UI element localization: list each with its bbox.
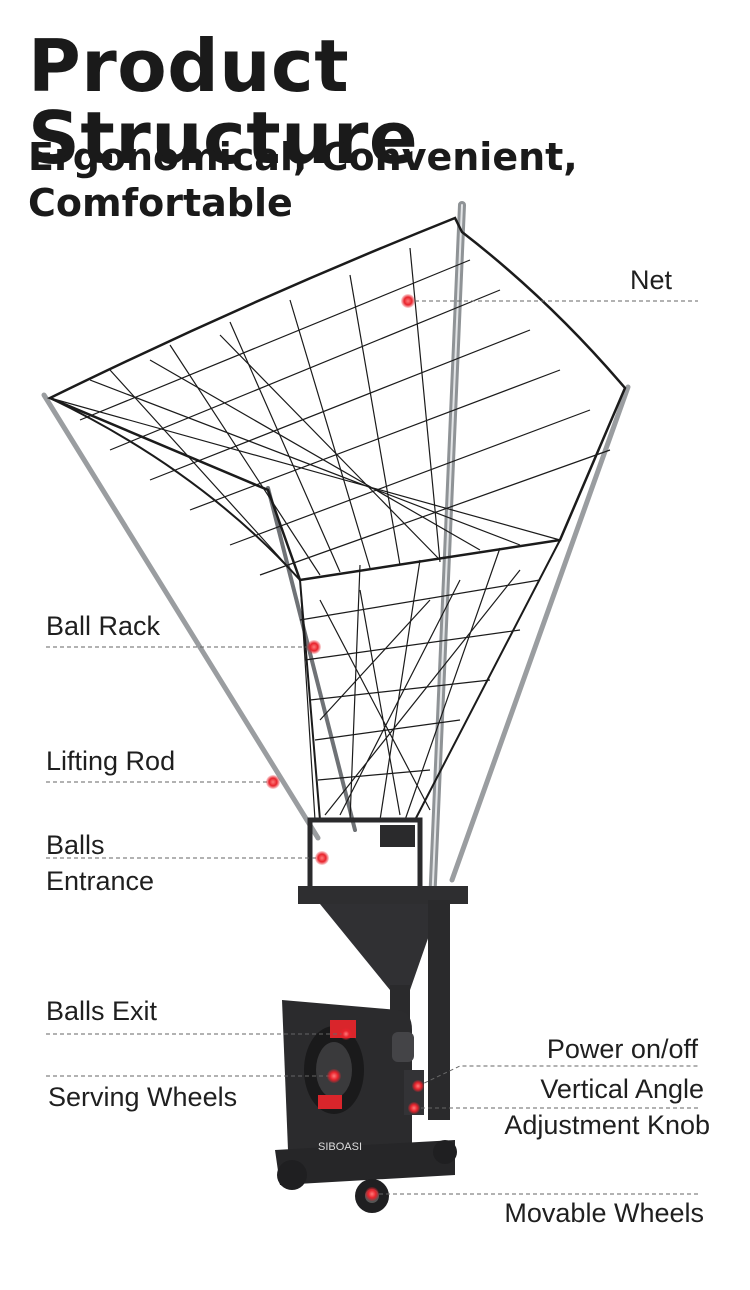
marker-lifting-rod	[266, 775, 280, 789]
marker-power	[412, 1080, 424, 1092]
label-vertical-angle-2: Adjustment Knob	[504, 1110, 710, 1140]
marker-balls-entrance	[315, 851, 329, 865]
label-balls-entrance-1: Balls	[46, 830, 105, 860]
label-vertical-angle-1: Vertical Angle	[540, 1074, 704, 1104]
marker-serving-wheels	[327, 1069, 341, 1083]
subtitle-line-1: Ergonomical, Convenient,	[28, 135, 578, 179]
subtitle-line-2: Comfortable	[28, 181, 293, 225]
support-poles	[41, 201, 631, 909]
machine-body: SIBOASI	[275, 1000, 457, 1213]
label-lifting-rod: Lifting Rod	[46, 746, 176, 776]
label-serving-wheels: Serving Wheels	[48, 1082, 238, 1112]
marker-angle-knob	[408, 1102, 420, 1114]
callout-markers	[266, 294, 424, 1201]
label-balls-exit: Balls Exit	[46, 996, 158, 1026]
net-mesh	[46, 216, 627, 821]
label-ball-rack: Ball Rack	[46, 611, 161, 641]
marker-ball-rack	[307, 640, 321, 654]
marker-balls-exit	[340, 1028, 352, 1040]
brand-logo: SIBOASI	[318, 1141, 362, 1153]
label-net: Net	[630, 265, 673, 295]
page-subtitle: Ergonomical, Convenient, Comfortable	[28, 134, 578, 226]
label-power: Power on/off	[546, 1034, 698, 1064]
marker-movable-wheels	[365, 1187, 379, 1201]
page-title: Product Structure	[28, 24, 419, 180]
label-balls-entrance-2: Entrance	[46, 866, 155, 896]
label-movable-wheels: Movable Wheels	[504, 1198, 704, 1228]
leader-lines	[46, 300, 698, 1195]
marker-net	[401, 294, 415, 308]
